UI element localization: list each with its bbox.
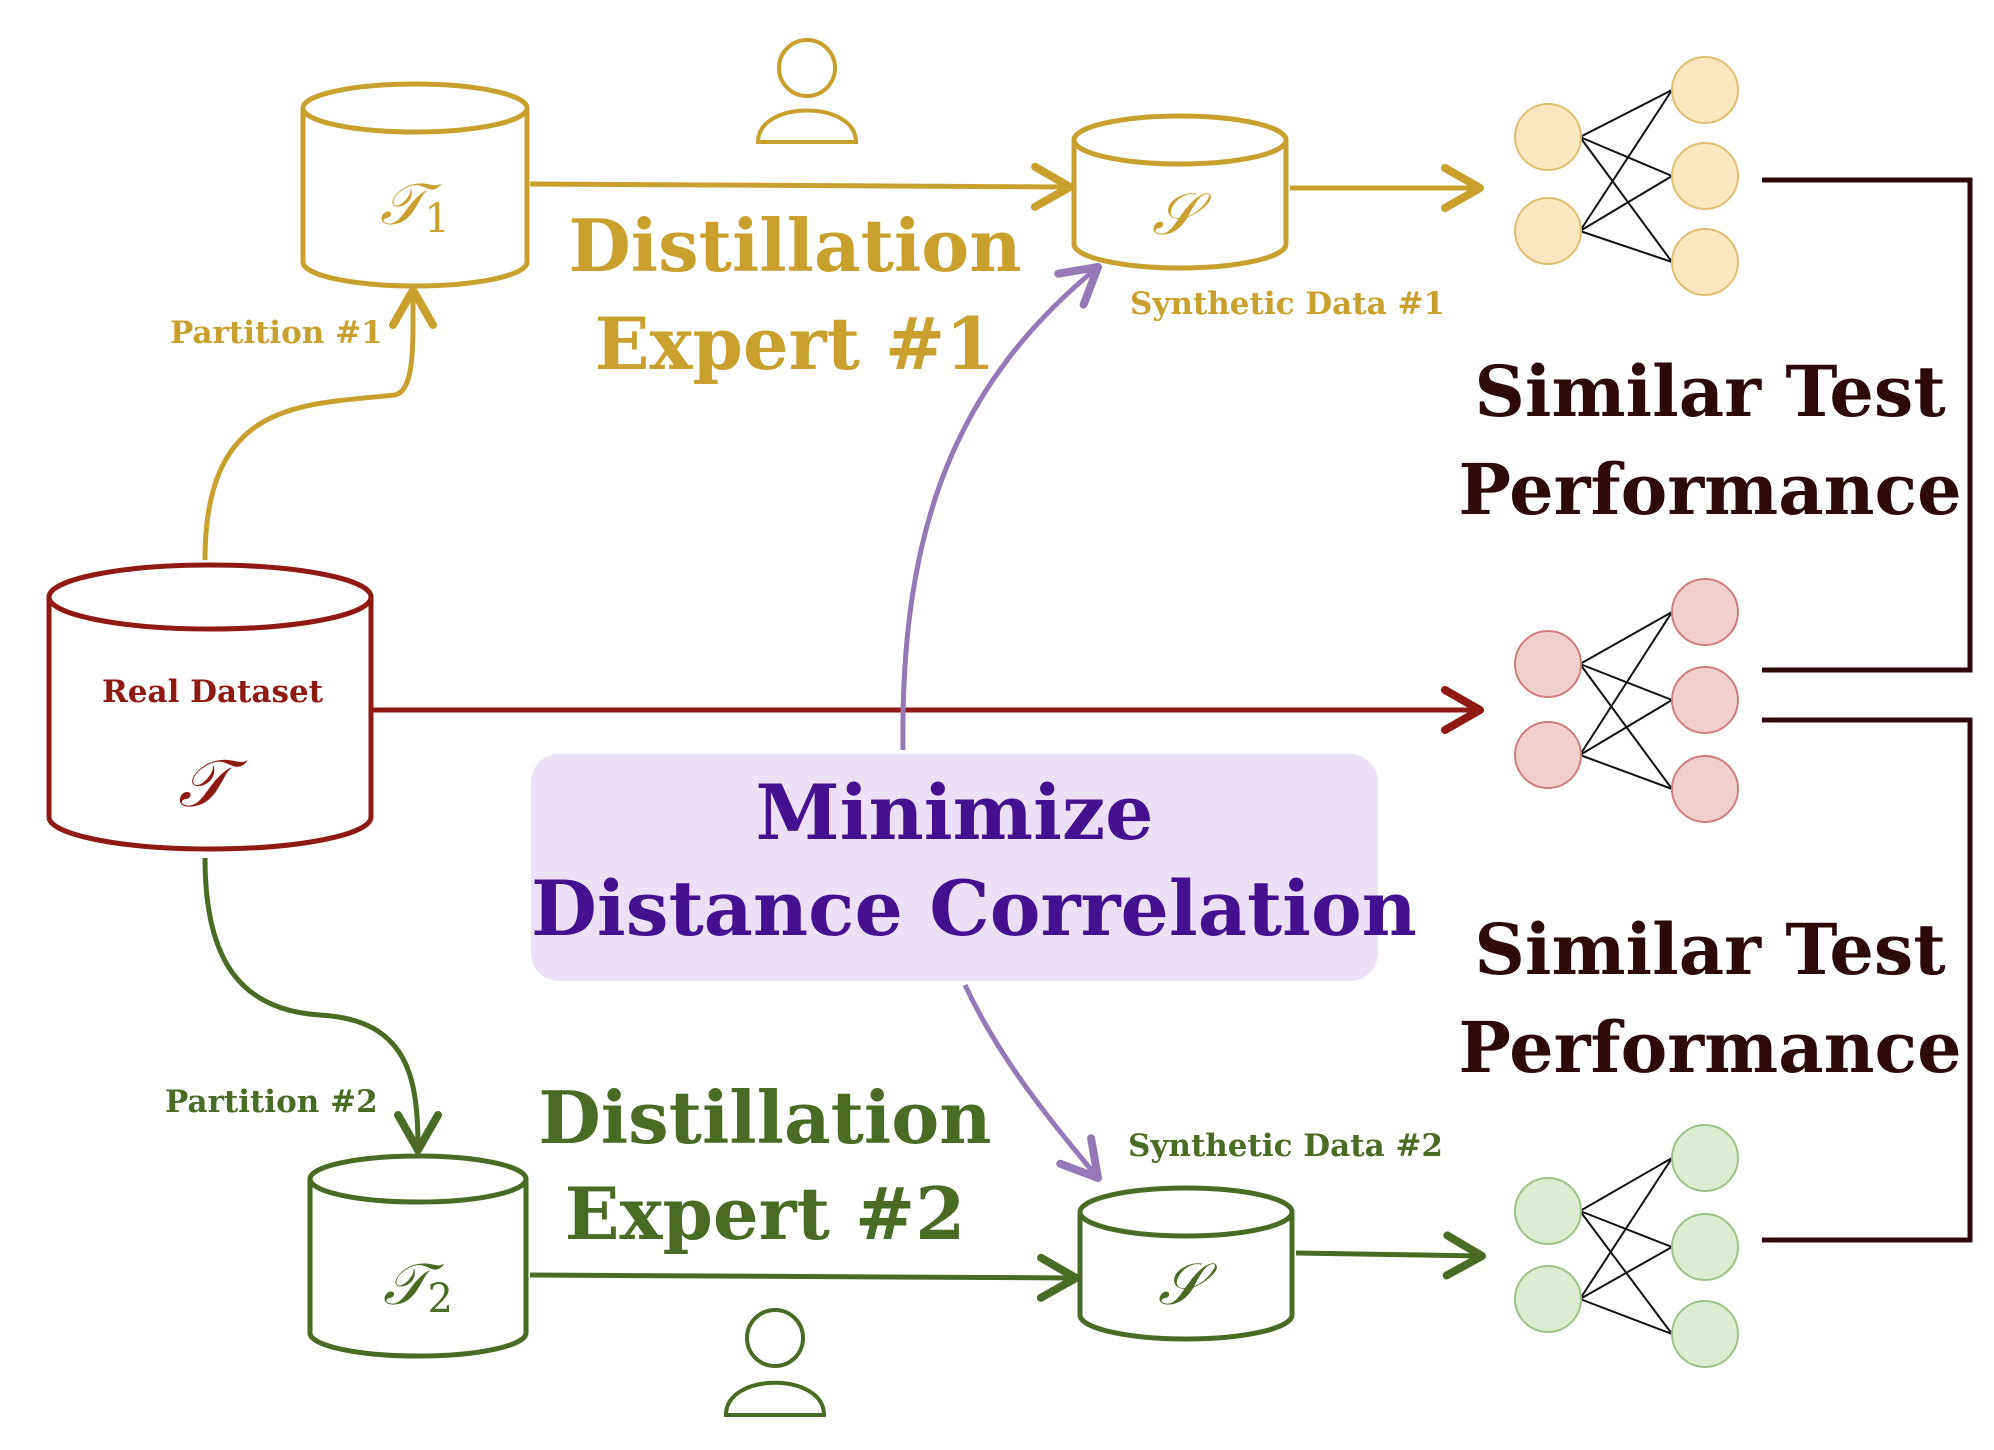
expert2-line1: Distillation [538,1075,992,1160]
partition2-symbol: 𝒯2 [383,1250,453,1322]
partition2-label: Partition #2 [165,1084,378,1120]
objective-box: Minimize Distance Correlation [531,754,1417,981]
result-bottom-line1: Similar Test [1474,908,1946,991]
synthetic2-cylinder [1077,1185,1295,1342]
synthetic1-symbol: 𝒮 [1152,180,1197,248]
bracket-top [1762,177,1973,673]
expert1-line2: Expert #1 [594,301,996,386]
arrow-real-to-partition1 [202,286,438,561]
synthetic2-symbol: 𝒮 [1158,1250,1203,1318]
network-synthetic-1 [1514,56,1739,296]
synthetic1-cylinder [1071,113,1289,271]
objective-line1: Minimize [755,768,1154,857]
result-bottom-line2: Performance [1458,1006,1962,1089]
partition1-symbol: 𝒯1 [380,170,450,242]
synthetic1-label: Synthetic Data #1 [1130,286,1445,322]
objective-line2: Distance Correlation [531,864,1417,953]
person-icon [755,38,859,144]
partition2-cylinder [307,1153,529,1359]
network-real [1514,578,1739,823]
arrow-partition1-to-synthetic1 [529,162,1074,211]
arrow-objective-to-synthetic2 [962,983,1102,1182]
real-dataset-symbol: 𝒯 [178,745,229,822]
expert1-line1: Distillation [568,203,1022,288]
expert2-line2: Expert #2 [564,1171,966,1256]
network-synthetic-2 [1514,1124,1739,1368]
result-top-line2: Performance [1458,448,1962,531]
synthetic2-label: Synthetic Data #2 [1128,1128,1443,1164]
partition1-label: Partition #1 [170,315,383,351]
arrow-partition2-to-synthetic2 [529,1253,1080,1302]
person-icon [723,1308,827,1417]
real-dataset-cylinder [46,562,374,852]
result-top-line1: Similar Test [1474,350,1946,433]
arrow-objective-to-synthetic1 [900,263,1102,751]
arrow-real-to-partition2 [202,857,442,1154]
arrow-synthetic2-to-network [1295,1231,1486,1280]
real-dataset-label: Real Dataset [102,674,324,710]
bracket-bottom [1762,717,1973,1243]
